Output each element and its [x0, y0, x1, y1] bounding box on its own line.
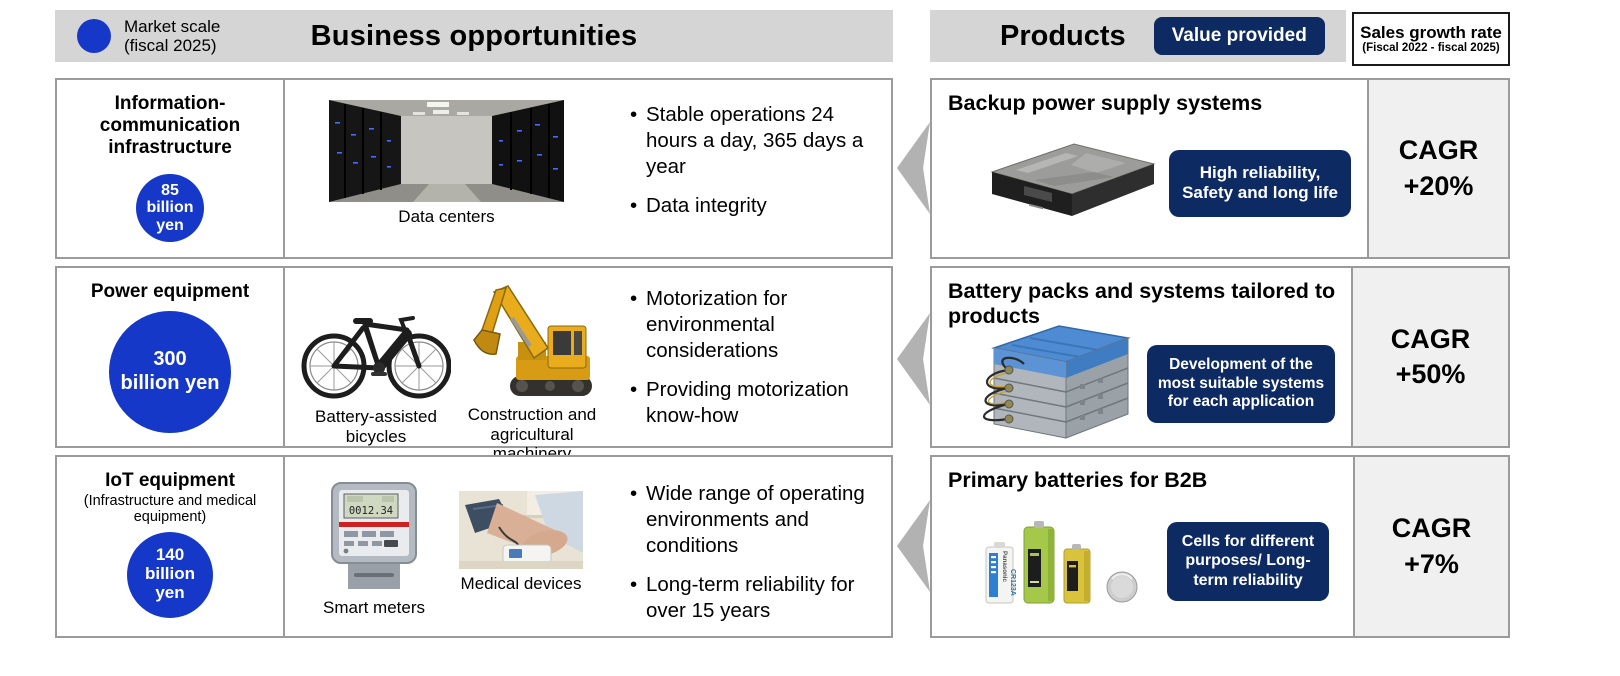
product-row-primary-batteries: Primary batteries for B2B Panasonic CR12… [930, 455, 1510, 638]
value-provided-badge: Development of the most suitable systems… [1147, 344, 1335, 424]
bullet-list: Stable operations 24 hours a day, 365 da… [629, 80, 891, 257]
value-provided-badge: High reliability, Safety and long life [1169, 149, 1351, 217]
medical-devices-photo [459, 491, 584, 569]
bullet-item: Providing motorization know-how [629, 377, 887, 429]
value-provided-header-badge: Value provided [1153, 17, 1325, 55]
bullet-item: Data integrity [629, 193, 887, 219]
opportunity-content: Battery-assisted bicycles [285, 268, 891, 463]
category-title: IoT equipment [105, 470, 235, 491]
figure-caption: Data centers [398, 207, 495, 226]
market-value: 300 [153, 348, 187, 371]
value-provided-badge: Cells for different purposes/ Long-term … [1167, 521, 1329, 601]
market-scale-label: Market scale (fiscal 2025) [124, 16, 221, 55]
primary-batteries-photo: Panasonic CR123A [985, 521, 1138, 604]
opportunity-row-power-equipment: Power equipment 300 billion yen [55, 266, 893, 463]
opportunity-media: Battery-assisted bicycles [285, 268, 607, 463]
battery-pack-photo [983, 325, 1131, 439]
market-scale-dot-icon [77, 19, 111, 53]
opportunity-media: Data centers [285, 80, 564, 257]
opportunity-content: 0012.34 Smart meters [285, 457, 891, 636]
cagr-value: +7% [1404, 548, 1459, 579]
data-centers-photo [329, 100, 564, 202]
opportunity-media: 0012.34 Smart meters [285, 457, 584, 636]
bullet-list: Motorization for environmental considera… [629, 268, 891, 446]
battery-brand-label: Panasonic [1001, 551, 1008, 583]
cagr-panel: CAGR +20% [1367, 80, 1508, 257]
figure-caption: Smart meters [323, 598, 426, 617]
figure-caption: Battery-assisted bicycles [315, 407, 437, 446]
market-value: 140 [155, 545, 185, 565]
cagr-label: CAGR [1398, 135, 1479, 166]
product-main: Backup power supply systems High reliabi… [932, 80, 1367, 257]
category-subtitle: (Infrastructure and medical equipment) [83, 493, 257, 526]
bullet-item: Motorization for environmental considera… [629, 286, 887, 363]
product-title: Primary batteries for B2B [948, 468, 1208, 492]
business-opportunities-header-bar: Business opportunities Market scale (fis… [55, 10, 893, 62]
left-arrow-icon [897, 500, 930, 592]
category-cell: Power equipment 300 billion yen [57, 268, 285, 446]
product-body: Development of the most suitable systems… [948, 325, 1341, 440]
figure: Construction and agricultural machinery [457, 276, 607, 464]
category-cell: IoT equipment (Infrastructure and medica… [57, 457, 285, 636]
excavator-photo [473, 285, 592, 396]
business-opportunities-title: Business opportunities [310, 19, 638, 52]
sales-growth-rate-subtitle: (Fiscal 2022 - fiscal 2025) [1362, 42, 1500, 55]
product-main: Battery packs and systems tailored to pr… [932, 268, 1351, 446]
smart-meter-display: 0012.34 [349, 505, 393, 517]
category-cell: Information-communication infrastructure… [57, 80, 285, 257]
sales-growth-rate-title: Sales growth rate [1360, 23, 1502, 43]
market-scale-circle: 300 billion yen [109, 311, 231, 434]
category-title: Information-communication infrastructure [99, 93, 241, 159]
figure: 0012.34 Smart meters [323, 481, 425, 618]
product-body: High reliability, Safety and long life [948, 116, 1357, 252]
cagr-label: CAGR [1391, 513, 1472, 544]
market-scale-legend: Market scale (fiscal 2025) [77, 17, 220, 55]
product-row-backup-power: Backup power supply systems High reliabi… [930, 78, 1510, 259]
left-arrow-icon [897, 122, 930, 214]
cagr-value: +50% [1395, 359, 1466, 389]
backup-power-supply-photo [990, 143, 1156, 217]
figure: Data centers [329, 100, 564, 227]
product-title: Battery packs and systems tailored to pr… [948, 279, 1336, 328]
figure-caption: Medical devices [460, 574, 582, 593]
opportunity-row-iot-equipment: IoT equipment (Infrastructure and medica… [55, 455, 893, 638]
bullet-list: Wide range of operating environments and… [629, 457, 891, 636]
market-scale-circle: 85 billion yen [136, 174, 204, 243]
category-title: Power equipment [90, 281, 250, 302]
bullet-item: Long-term reliability for over 15 years [629, 572, 887, 624]
opportunity-row-information-communication: Information-communication infrastructure… [55, 78, 893, 259]
cagr-panel: CAGR +50% [1351, 268, 1508, 446]
product-body: Panasonic CR123A [948, 493, 1343, 631]
market-unit: billion yen [144, 564, 196, 602]
smart-meter-photo: 0012.34 [331, 482, 418, 589]
sales-growth-rate-box: Sales growth rate (Fiscal 2022 - fiscal … [1352, 12, 1510, 66]
battery-type-label: CR123A [1009, 569, 1016, 596]
products-title: Products [1000, 19, 1126, 52]
figure: Battery-assisted bicycles [301, 296, 451, 446]
market-scale-circle: 140 billion yen [127, 531, 213, 618]
bullet-item: Stable operations 24 hours a day, 365 da… [629, 102, 887, 179]
opportunity-content: Data centers Stable operations 24 hours … [285, 80, 891, 257]
cagr-label: CAGR [1390, 323, 1471, 354]
cagr-value: +20% [1403, 170, 1474, 201]
product-title: Backup power supply systems [948, 91, 1263, 115]
figure: Medical devices [459, 491, 584, 594]
market-unit: billion yen [146, 199, 194, 234]
product-main: Primary batteries for B2B Panasonic CR12… [932, 457, 1353, 636]
left-arrow-icon [897, 313, 930, 405]
bullet-item: Wide range of operating environments and… [629, 481, 887, 558]
market-value: 85 [161, 182, 179, 200]
product-row-battery-packs: Battery packs and systems tailored to pr… [930, 266, 1510, 448]
products-header-bar: Products Value provided [930, 10, 1346, 62]
battery-assisted-bicycle-photo [301, 316, 451, 399]
cagr-panel: CAGR +7% [1353, 457, 1508, 636]
market-unit: billion yen [120, 372, 220, 395]
